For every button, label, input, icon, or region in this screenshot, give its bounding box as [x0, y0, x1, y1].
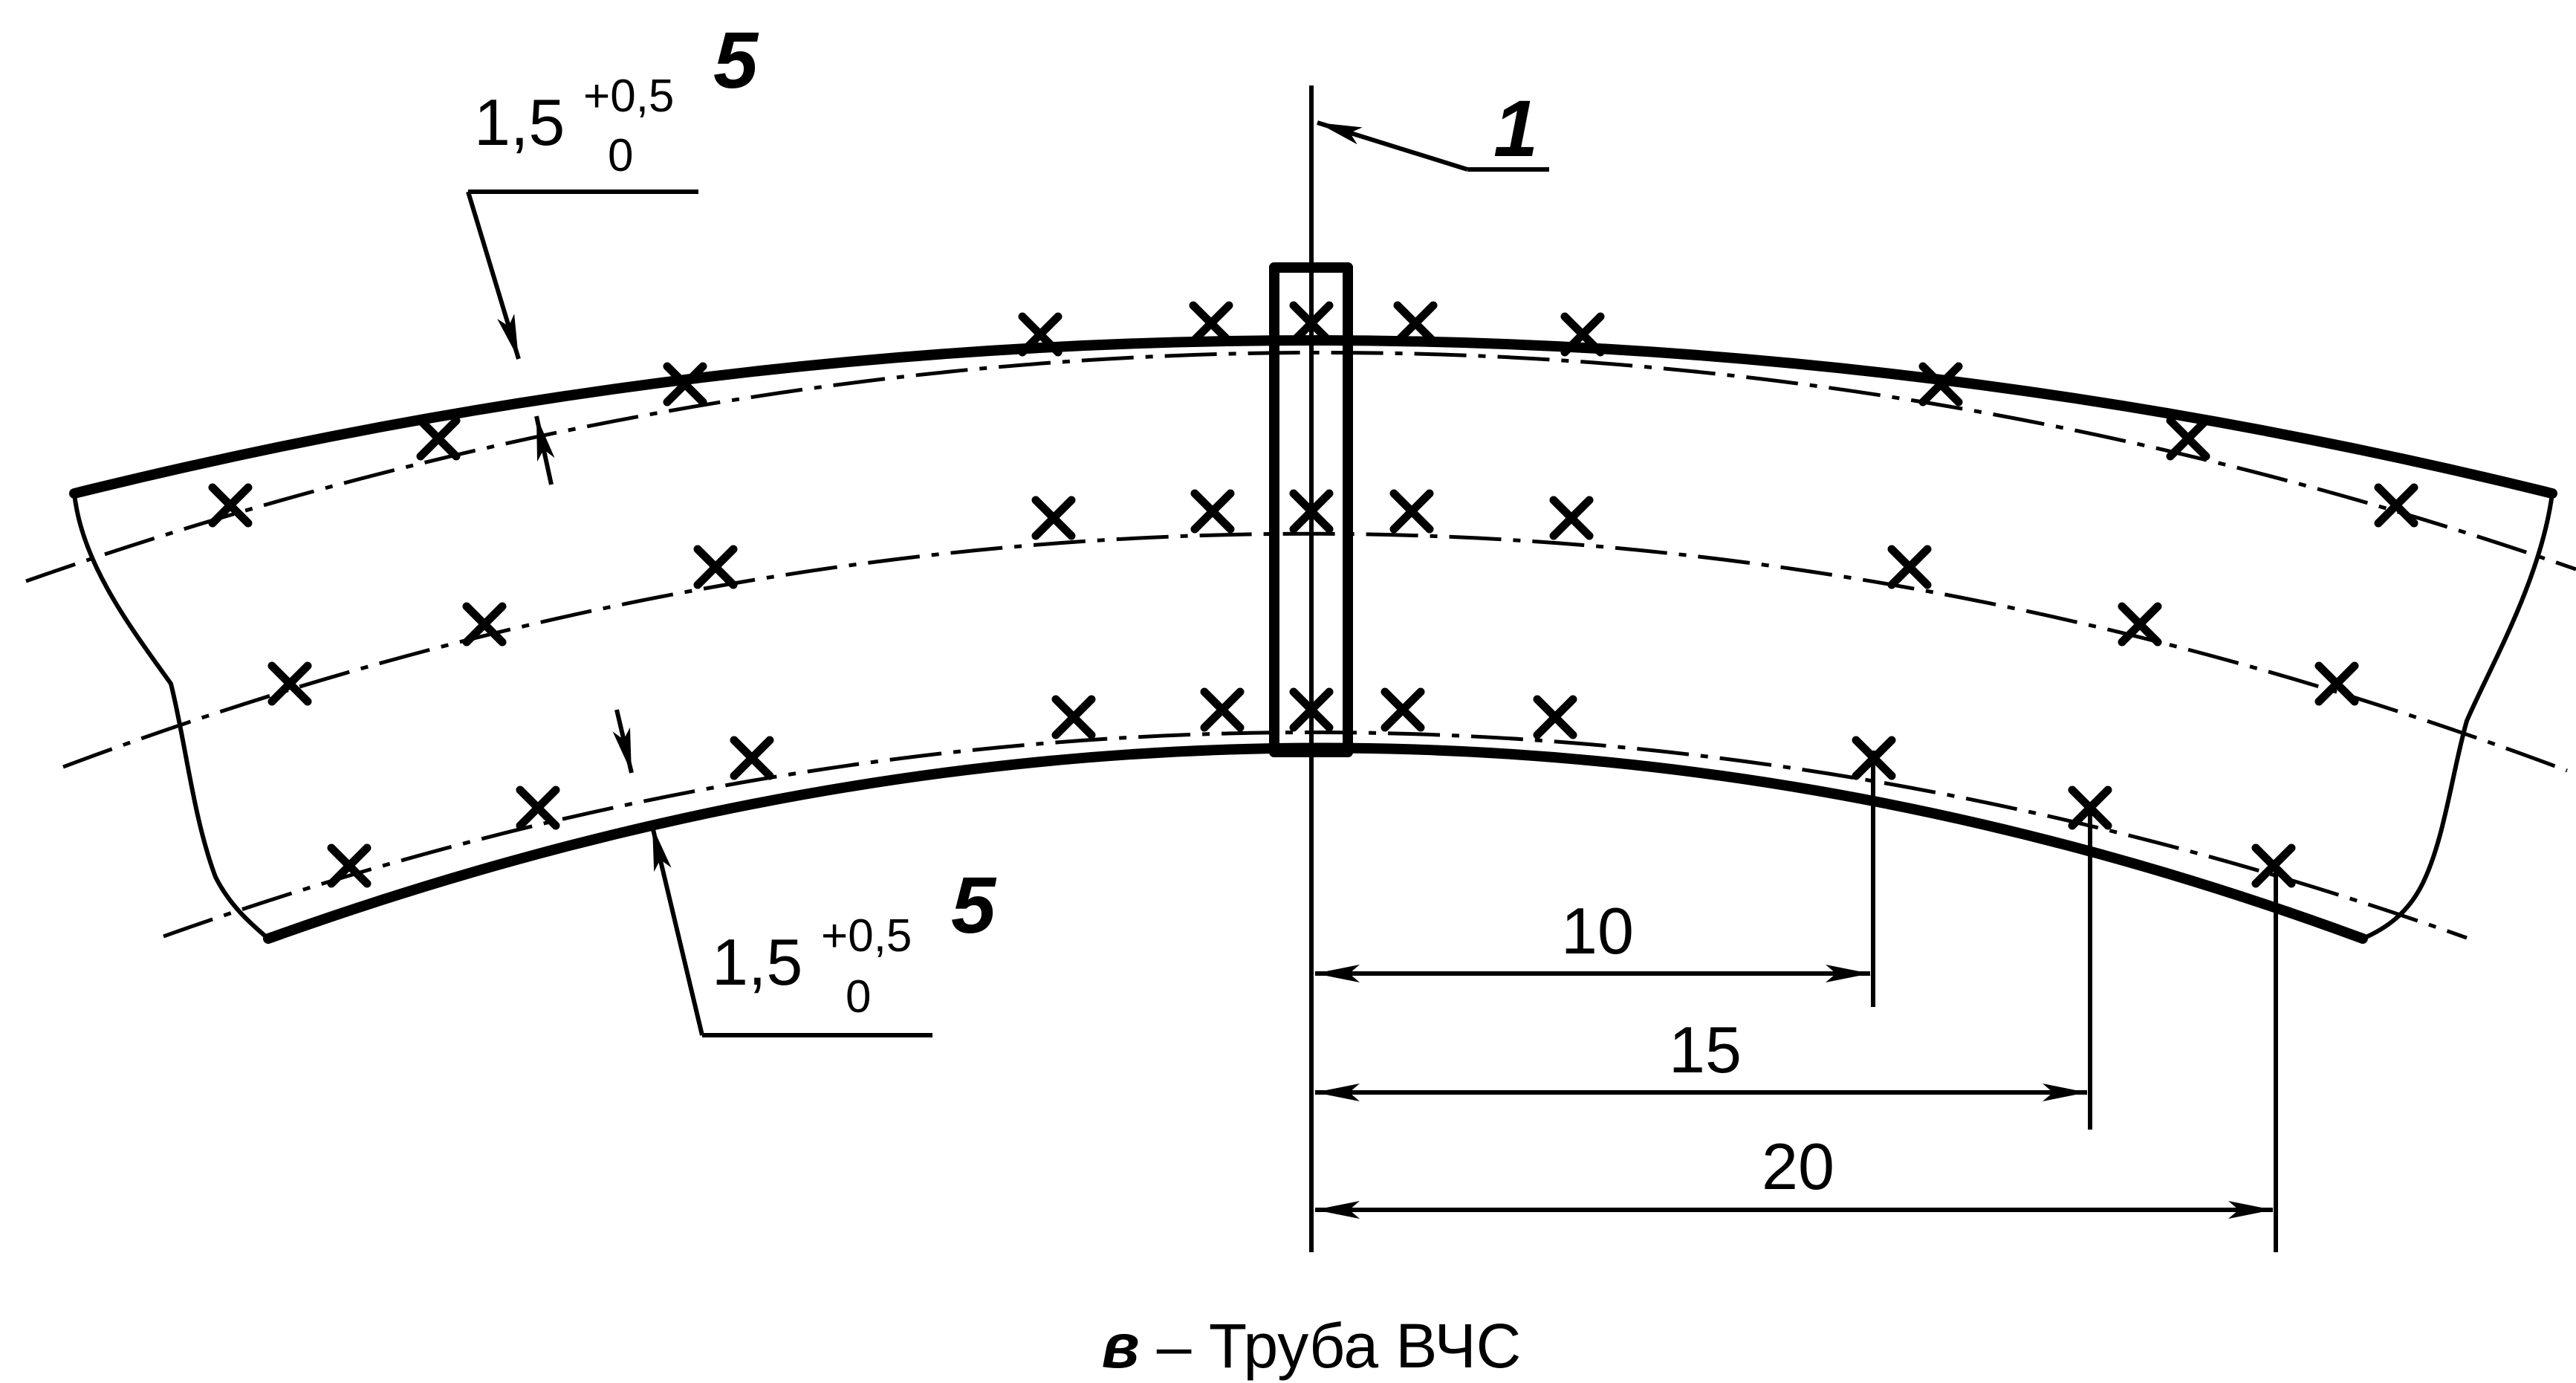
- measurement-point-cross: [208, 483, 253, 528]
- distance-dimensions: 10 15 20: [1315, 751, 2278, 1252]
- measurement-point-cross: [2118, 602, 2162, 647]
- measurement-point-cross: [1393, 301, 1438, 346]
- callout-top: 1,5 +0,5 0 5: [466, 15, 759, 485]
- weld-ref-label: 1: [1493, 83, 1538, 173]
- measurement-point-cross: [1189, 301, 1233, 346]
- measurement-point-cross: [1918, 362, 1963, 407]
- measurement-point-cross: [2374, 483, 2418, 528]
- measurement-point-cross: [327, 843, 372, 888]
- measurement-point-cross: [1018, 312, 1062, 357]
- figure-caption: в – Труба ВЧС: [1102, 1311, 1522, 1381]
- measurement-point-cross: [1289, 687, 1334, 732]
- dimension-label-15: 15: [1669, 1013, 1742, 1086]
- callout-top-ref: 5: [713, 15, 759, 105]
- measurement-point-cross: [267, 661, 312, 706]
- callout-bottom-tol-upper: +0,5: [821, 910, 912, 962]
- callout-bottom-tol-lower: 0: [846, 971, 871, 1023]
- measurement-point-cross: [2314, 661, 2359, 706]
- measurement-point-cross: [416, 416, 461, 461]
- measurement-point-cross: [1533, 695, 1577, 739]
- measurement-point-cross: [1389, 489, 1434, 534]
- callout-top-tol-upper: +0,5: [583, 71, 674, 122]
- measurement-point-cross: [1031, 496, 1076, 540]
- measurement-point-cross: [1549, 496, 1594, 540]
- measurement-point-cross: [730, 736, 774, 780]
- dimension-label-20: 20: [1762, 1130, 1834, 1203]
- measurement-point-cross: [1051, 695, 1096, 739]
- pipe-right-break: [2361, 493, 2554, 941]
- pipe-inner-edge: [263, 742, 2368, 944]
- weld-leader: 1: [1317, 83, 1549, 173]
- measurement-point-cross: [516, 786, 560, 830]
- measurement-point-cross: [1289, 301, 1334, 346]
- measurement-point-cross: [2166, 416, 2210, 461]
- measurement-point-cross: [1381, 687, 1425, 732]
- measurement-line-middle: [62, 531, 2568, 773]
- measurement-point-cross: [1190, 489, 1235, 534]
- measurement-point-cross: [693, 545, 738, 589]
- measurement-point-cross: [663, 362, 707, 407]
- measurement-point-cross: [1200, 687, 1245, 732]
- measurement-point-cross: [1289, 489, 1334, 534]
- measurement-point-cross: [1560, 312, 1605, 357]
- measurement-line-top: [25, 351, 2576, 583]
- measurement-line-bottom: [163, 731, 2468, 940]
- callout-bottom-ref: 5: [951, 860, 997, 950]
- callout-top-tol-lower: 0: [608, 130, 633, 181]
- dimension-label-10: 10: [1561, 894, 1634, 968]
- callout-bottom: 1,5 +0,5 0 5: [612, 709, 997, 1037]
- measurement-point-cross: [1887, 545, 1932, 589]
- callout-bottom-value: 1,5: [712, 925, 802, 999]
- pipe-left-break: [72, 493, 270, 941]
- measurement-point-cross: [462, 602, 507, 647]
- callout-top-value: 1,5: [474, 85, 565, 159]
